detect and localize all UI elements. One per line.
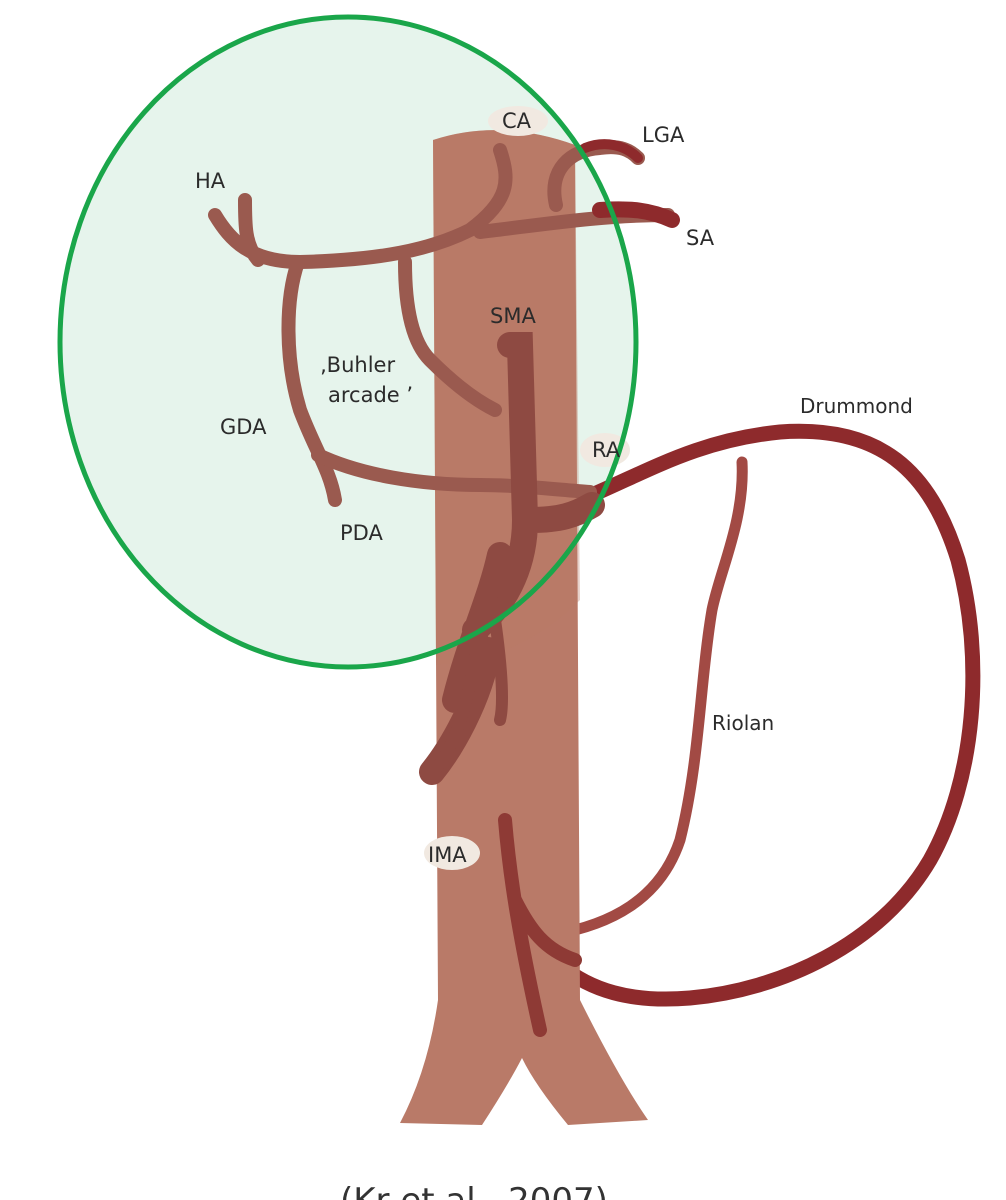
label-ca: CA [502,109,532,133]
label-buhler-line1: ‚Buhler [320,353,395,377]
inferior-mesenteric-artery [498,813,582,1037]
label-lga: LGA [642,123,685,147]
ima-label-bg [424,836,480,870]
gastroduodenal-artery [281,255,342,507]
sma-lower-branches [429,594,508,776]
label-ha: HA [195,169,226,193]
label-sma: SMA [490,304,536,328]
label-ra: RA [592,438,621,462]
pancreaticoduodenal-arcade [311,448,597,499]
aorta [400,130,648,1126]
label-drummond: Drummond [800,394,913,418]
label-sa: SA [686,226,715,250]
celiac-branches [208,140,675,417]
label-riolan: Riolan [712,711,774,735]
splenic-artery [592,201,680,228]
superior-mesenteric-artery [419,332,605,785]
label-pda: PDA [340,521,383,545]
ca-label-bg [488,106,548,136]
label-buhler-line2: arcade ’ [328,383,413,407]
left-gastric-artery [580,139,643,163]
marginal-artery-drummond [552,423,981,1007]
label-gda: GDA [220,415,267,439]
figure-caption: (Kr et al., 2007) [340,1181,608,1200]
highlight-outline [57,14,639,670]
label-ima: IMA [428,843,467,867]
arc-of-riolan [546,456,748,941]
